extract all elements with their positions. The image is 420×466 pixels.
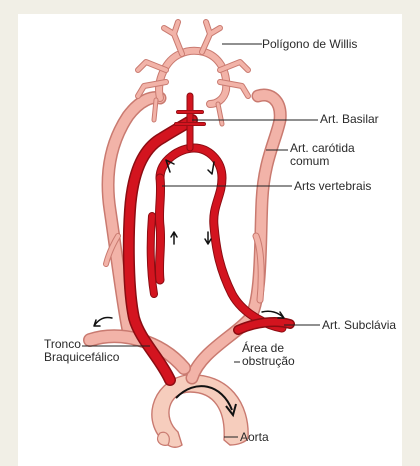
- label-aorta: Aorta: [240, 431, 269, 444]
- aorta: [152, 375, 248, 447]
- label-poligono-willis: Polígono de Willis: [262, 38, 357, 51]
- label-art-basilar: Art. Basilar: [320, 113, 379, 126]
- label-area-obstrucao-line2: obstrução: [242, 355, 295, 368]
- label-tronco-line2: Braquicefálico: [44, 351, 119, 364]
- label-art-carotida-line2: comum: [290, 155, 329, 168]
- label-art-subclavia: Art. Subclávia: [322, 319, 396, 332]
- label-arts-vertebrais: Arts vertebrais: [294, 180, 371, 193]
